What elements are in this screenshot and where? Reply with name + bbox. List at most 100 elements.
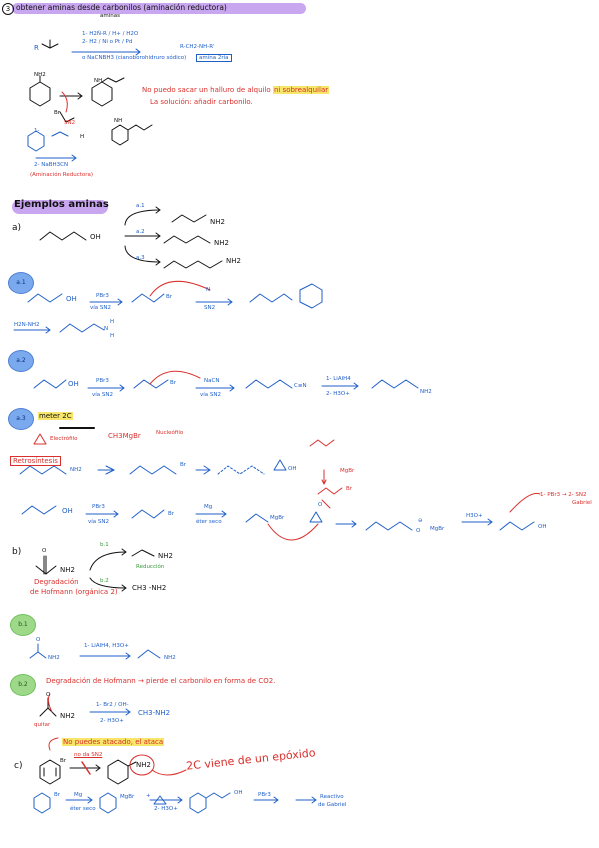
a3-nucleofilo: Nucleófilo	[156, 430, 184, 436]
badge-b2: b.2	[10, 674, 36, 696]
c-reactivo-1: Reactivo	[320, 794, 344, 800]
example-a-oh: OH	[90, 233, 101, 241]
step-2: 2- NaBH3CN	[34, 162, 69, 168]
h-label: H	[80, 134, 85, 140]
badge-a1: a.1	[8, 272, 34, 294]
b2-nh2: NH2	[60, 712, 75, 720]
red-note-2: La solución: añadir carbonilo.	[150, 98, 253, 106]
c-row2-br: Br	[54, 792, 61, 798]
a3-br2: Br	[346, 486, 353, 492]
br-label: Br	[54, 110, 61, 116]
a2-pbr3: PBr3	[96, 378, 109, 384]
example-a-a1: a.1	[136, 203, 145, 209]
a2-h3o: 2- H3O+	[326, 391, 350, 397]
a3-minus: ⊖	[418, 518, 423, 524]
heading-highlight	[12, 200, 108, 214]
b2-product: CH3-NH2	[138, 709, 171, 717]
badge-b1: b.1	[10, 614, 36, 636]
example-b-b2: b.2	[100, 578, 109, 584]
b2-quitar: quitar	[34, 722, 51, 728]
a1-n-label: N	[206, 287, 211, 293]
a1-h-bottom: H	[110, 333, 115, 339]
a3-row2-oh: OH	[62, 507, 73, 515]
a2-nh2: NH2	[420, 389, 432, 395]
example-b-nh2-top: NH2	[158, 552, 173, 560]
a3-via: vía SN2	[88, 519, 110, 525]
a2-oh: OH	[68, 380, 79, 388]
nh2-label: NH2	[34, 72, 46, 78]
a1-oh: OH	[66, 295, 77, 303]
a3-br: Br	[180, 462, 187, 468]
a3-oh2: OH	[538, 524, 547, 530]
example-b-label: b)	[12, 547, 22, 557]
example-b-degradacion-2: de Hofmann (orgánica 2)	[30, 588, 118, 596]
b1-o: O	[36, 637, 41, 643]
c-br: Br	[60, 758, 67, 764]
c-note-text: No puedes atacado, el ataca	[62, 738, 165, 746]
product-a2-nh2: NH2	[214, 239, 229, 247]
amine-caption: (Aminación Reductora)	[30, 172, 94, 178]
b1-nh2: NH2	[48, 655, 60, 661]
nh-label: NH	[94, 78, 103, 84]
step-1: 1-	[34, 128, 40, 134]
reagent-r: R	[34, 44, 39, 52]
c-mgbr: MgBr	[120, 794, 135, 800]
section-title-sub: aminas	[100, 13, 120, 19]
a3-retrosintesis: Retrosíntesis	[10, 456, 61, 466]
product-note: R-CH2-NH-R'	[180, 44, 215, 50]
a3-final-red-2: Gabriel	[572, 500, 592, 506]
a1-reagent: H2N-NH2	[14, 322, 40, 328]
conditions-line-1: 1- H2Ñ-R / H+ / H2O	[82, 31, 139, 37]
example-b-degradacion-1: Degradación	[34, 578, 79, 586]
b1-reagents: 1- LiAlH4, H3O+	[84, 643, 129, 649]
a3-o2: O	[416, 528, 421, 534]
c-mg: Mg	[74, 792, 83, 798]
a2-lialh4: 1- LiAlH4	[326, 376, 351, 382]
section-title: obtener aminas desde carbonilos (aminaci…	[16, 3, 227, 12]
a3-pbr3: PBr3	[92, 504, 105, 510]
example-b-reduccion: Reducción	[136, 564, 165, 570]
conditions-line-3: o NaCNBH3 (cianoborohidruro sódico)	[82, 55, 187, 61]
b2-note: Degradación de Hofmann → pierde el carbo…	[46, 677, 276, 685]
c-h3o: 2- H3O+	[154, 806, 178, 812]
example-a-a3: a.3	[136, 255, 145, 261]
b1-nh2-product: NH2	[164, 655, 176, 661]
badge-a3: a.3	[8, 408, 34, 430]
a3-h3o: H3O+	[466, 513, 483, 519]
conditions-line-2: 2- H2 / Ni o Pt / Pd	[82, 39, 133, 45]
a3-eter: éter seco	[196, 519, 222, 525]
example-c-label: c)	[14, 761, 23, 771]
a1-n: N	[104, 326, 109, 332]
red-note-1-highlight: ni sobrealquilar	[272, 86, 330, 94]
sn2-label: SN2	[64, 120, 76, 126]
a3-mg: Mg	[204, 504, 213, 510]
section-number: 3	[2, 3, 14, 15]
a2-cn-reagent: NaCN	[204, 378, 220, 384]
c-sn2-strike: no da SN2	[74, 752, 103, 758]
c-eter: éter seco	[70, 806, 96, 812]
a1-h-top: H	[110, 319, 115, 325]
c-reactivo-2: de Gabriel	[318, 802, 347, 808]
example-b-o: O	[42, 548, 47, 554]
a2-cn: C≡N	[294, 383, 307, 389]
a3-mgbr-plus: MgBr	[270, 515, 285, 521]
example-a-label: a)	[12, 223, 22, 233]
a3-mgbr: MgBr	[340, 468, 355, 474]
a1-br: Br	[166, 294, 173, 300]
c-oh: OH	[234, 790, 243, 796]
a2-br: Br	[170, 380, 177, 386]
red-note-1: No puedo sacar un halluro de alquilo ni …	[142, 86, 330, 94]
a3-o-label: O	[318, 502, 323, 508]
product-box: amina 2ria	[196, 54, 232, 62]
a3-ch3mgbr: CH3MgBr	[108, 432, 141, 440]
a3-nh2: NH2	[70, 467, 82, 473]
b2-reagents-1: 1- Br2 / OH-	[96, 702, 129, 708]
example-a-a2: a.2	[136, 229, 145, 235]
a1-sn2: SN2	[204, 305, 216, 311]
a2-via: vía SN2	[92, 392, 114, 398]
a1-via: vía SN2	[90, 305, 112, 311]
a2-via2: vía SN2	[200, 392, 222, 398]
a3-note: meter 2C	[38, 412, 73, 420]
ejemplos-heading: Ejemplos aminas	[14, 199, 109, 210]
